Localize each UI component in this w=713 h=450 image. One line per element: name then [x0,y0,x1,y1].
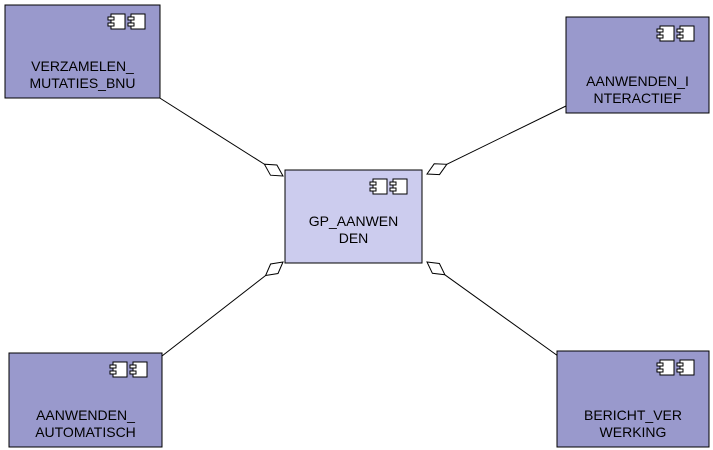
connector-line [154,94,265,165]
connector-line [446,104,569,165]
connector-verzamelen-mutaties-bnu [154,94,284,177]
component-label-line: MUTATIES_BNU [29,75,135,91]
connector-line [161,275,266,357]
connector-line [444,274,559,357]
components: GP_AANWENDEN VERZAMELEN_MUTATIES_BNU AANWE… [4,4,710,448]
component-gp-aanwenden[interactable]: GP_AANWENDEN [284,169,423,264]
connectors [154,94,569,357]
component-icon [107,13,146,30]
aggregation-diamond-icon [426,261,446,276]
component-label-line: AANWENDEN_I [586,73,689,89]
component-icon [656,359,695,376]
component-icon [109,361,148,378]
connector-aanwenden-automatisch [161,261,284,357]
component-label-line: VERZAMELEN_ [31,58,134,74]
component-verzamelen-mutaties-bnu[interactable]: VERZAMELEN_MUTATIES_BNU [4,4,161,99]
component-label-line: DEN [339,230,369,246]
component-label-line: GP_AANWEN [309,213,398,229]
connector-bericht-verwerking [426,261,559,357]
component-icon [656,25,695,42]
component-icon [369,178,408,195]
component-aanwenden-automatisch[interactable]: AANWENDEN_AUTOMATISCH [8,352,163,448]
aggregation-diamond-icon [264,261,284,277]
component-label-line: AANWENDEN_ [36,407,135,423]
component-label-line: AUTOMATISCH [35,424,136,440]
component-label-line: WERKING [600,424,667,440]
aggregation-diamond-icon [263,163,284,177]
component-label-line: BERICHT_VER [584,407,682,423]
component-label-line: NTERACTIEF [594,90,682,106]
aggregation-diamond-icon [426,163,448,176]
connector-aanwenden-interactief [426,104,569,176]
